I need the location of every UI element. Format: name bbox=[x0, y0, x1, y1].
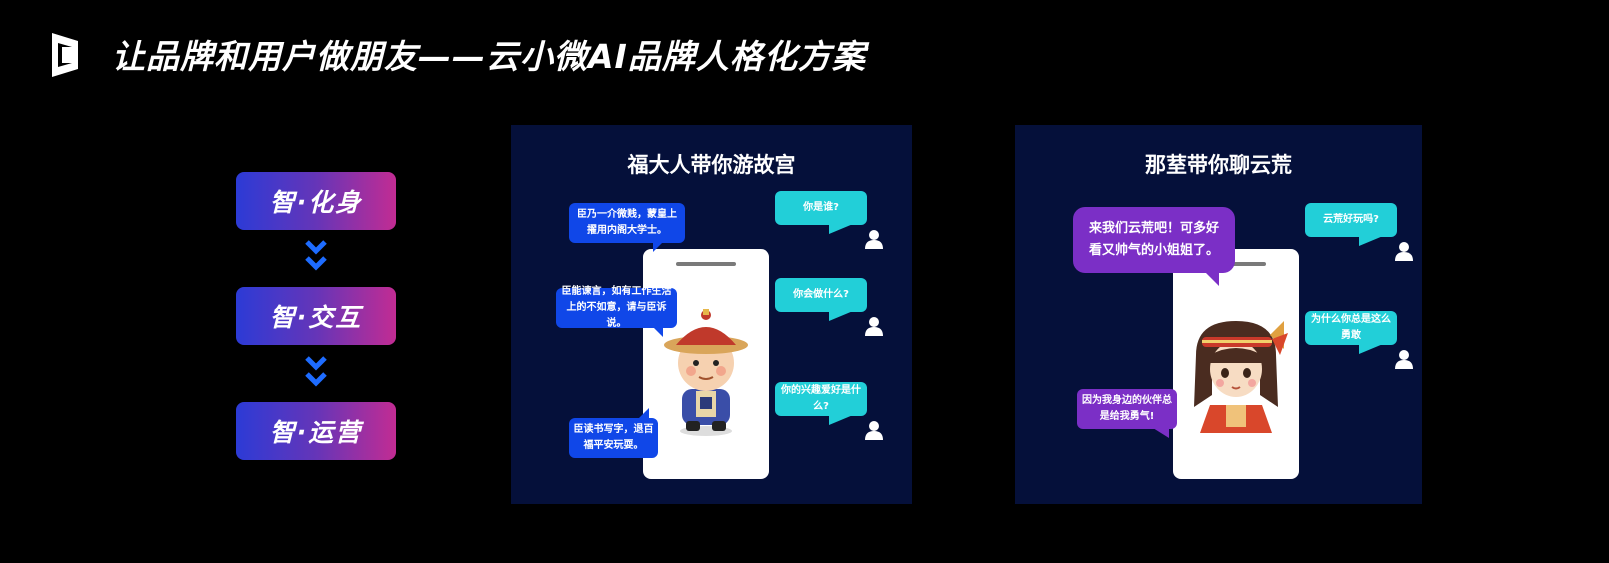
girl-character-illustration bbox=[1194, 321, 1288, 433]
bubble-tail bbox=[829, 224, 853, 234]
bubble-tail bbox=[653, 327, 663, 337]
user-icon bbox=[1395, 350, 1413, 369]
bubble-tail bbox=[653, 242, 663, 252]
user-message-bubble: 你的兴趣爱好是什么? bbox=[775, 382, 867, 416]
user-message-bubble: 云荒好玩吗? bbox=[1305, 203, 1397, 237]
user-icon bbox=[865, 230, 883, 249]
user-message-bubble: 你会做什么? bbox=[775, 278, 867, 312]
bot-message-bubble: 臣乃一介微贱，蒙皇上擢用内阁大学士。 bbox=[569, 203, 685, 243]
user-message-bubble: 你是谁? bbox=[775, 191, 867, 225]
panel-forbidden-city: 福大人带你游故宫 臣乃一介微贱，蒙皇上擢用内阁大学士。 臣能谏言，如有工作生活上… bbox=[511, 125, 912, 504]
bubble-tail bbox=[639, 408, 649, 418]
chevron-down-icon bbox=[305, 356, 327, 387]
bot-message-bubble: 臣读书写字，退百福平安玩耍。 bbox=[569, 418, 658, 458]
bot-message-bubble: 臣能谏言，如有工作生活上的不如意，请与臣诉说。 bbox=[556, 286, 677, 329]
panel-yunhuang: 那荎带你聊云荒 来我们云荒吧！可多好看又帅气的小姐姐了。 因为我身边的伙伴总是给… bbox=[1015, 125, 1422, 504]
bot-message-bubble: 因为我身边的伙伴总是给我勇气! bbox=[1077, 389, 1177, 429]
bubble-tail bbox=[1359, 236, 1383, 246]
step-avatar: 智·化身 bbox=[236, 172, 396, 230]
official-character-illustration bbox=[664, 309, 748, 436]
phone-notch bbox=[676, 262, 736, 266]
step-operation: 智·运营 bbox=[236, 402, 396, 460]
bubble-tail bbox=[829, 311, 853, 321]
step-interaction: 智·交互 bbox=[236, 287, 396, 345]
user-icon bbox=[1395, 242, 1413, 261]
page-title: 让品牌和用户做朋友——云小微AI品牌人格化方案 bbox=[112, 37, 866, 76]
panel-title: 福大人带你游故宫 bbox=[627, 153, 796, 177]
user-message-bubble: 为什么你总是这么勇敢 bbox=[1305, 311, 1397, 345]
bot-message-bubble: 来我们云荒吧！可多好看又帅气的小姐姐了。 bbox=[1073, 207, 1235, 273]
bubble-tail bbox=[1205, 272, 1219, 286]
brand-logo-icon bbox=[52, 33, 78, 77]
bubble-tail bbox=[829, 415, 853, 425]
chevron-down-icon bbox=[305, 240, 327, 271]
bubble-tail bbox=[1359, 344, 1383, 354]
panel-title: 那荎带你聊云荒 bbox=[1145, 153, 1292, 177]
user-icon bbox=[865, 421, 883, 440]
bubble-tail bbox=[1153, 428, 1169, 438]
user-icon bbox=[865, 317, 883, 336]
phone-notch bbox=[1206, 262, 1266, 266]
